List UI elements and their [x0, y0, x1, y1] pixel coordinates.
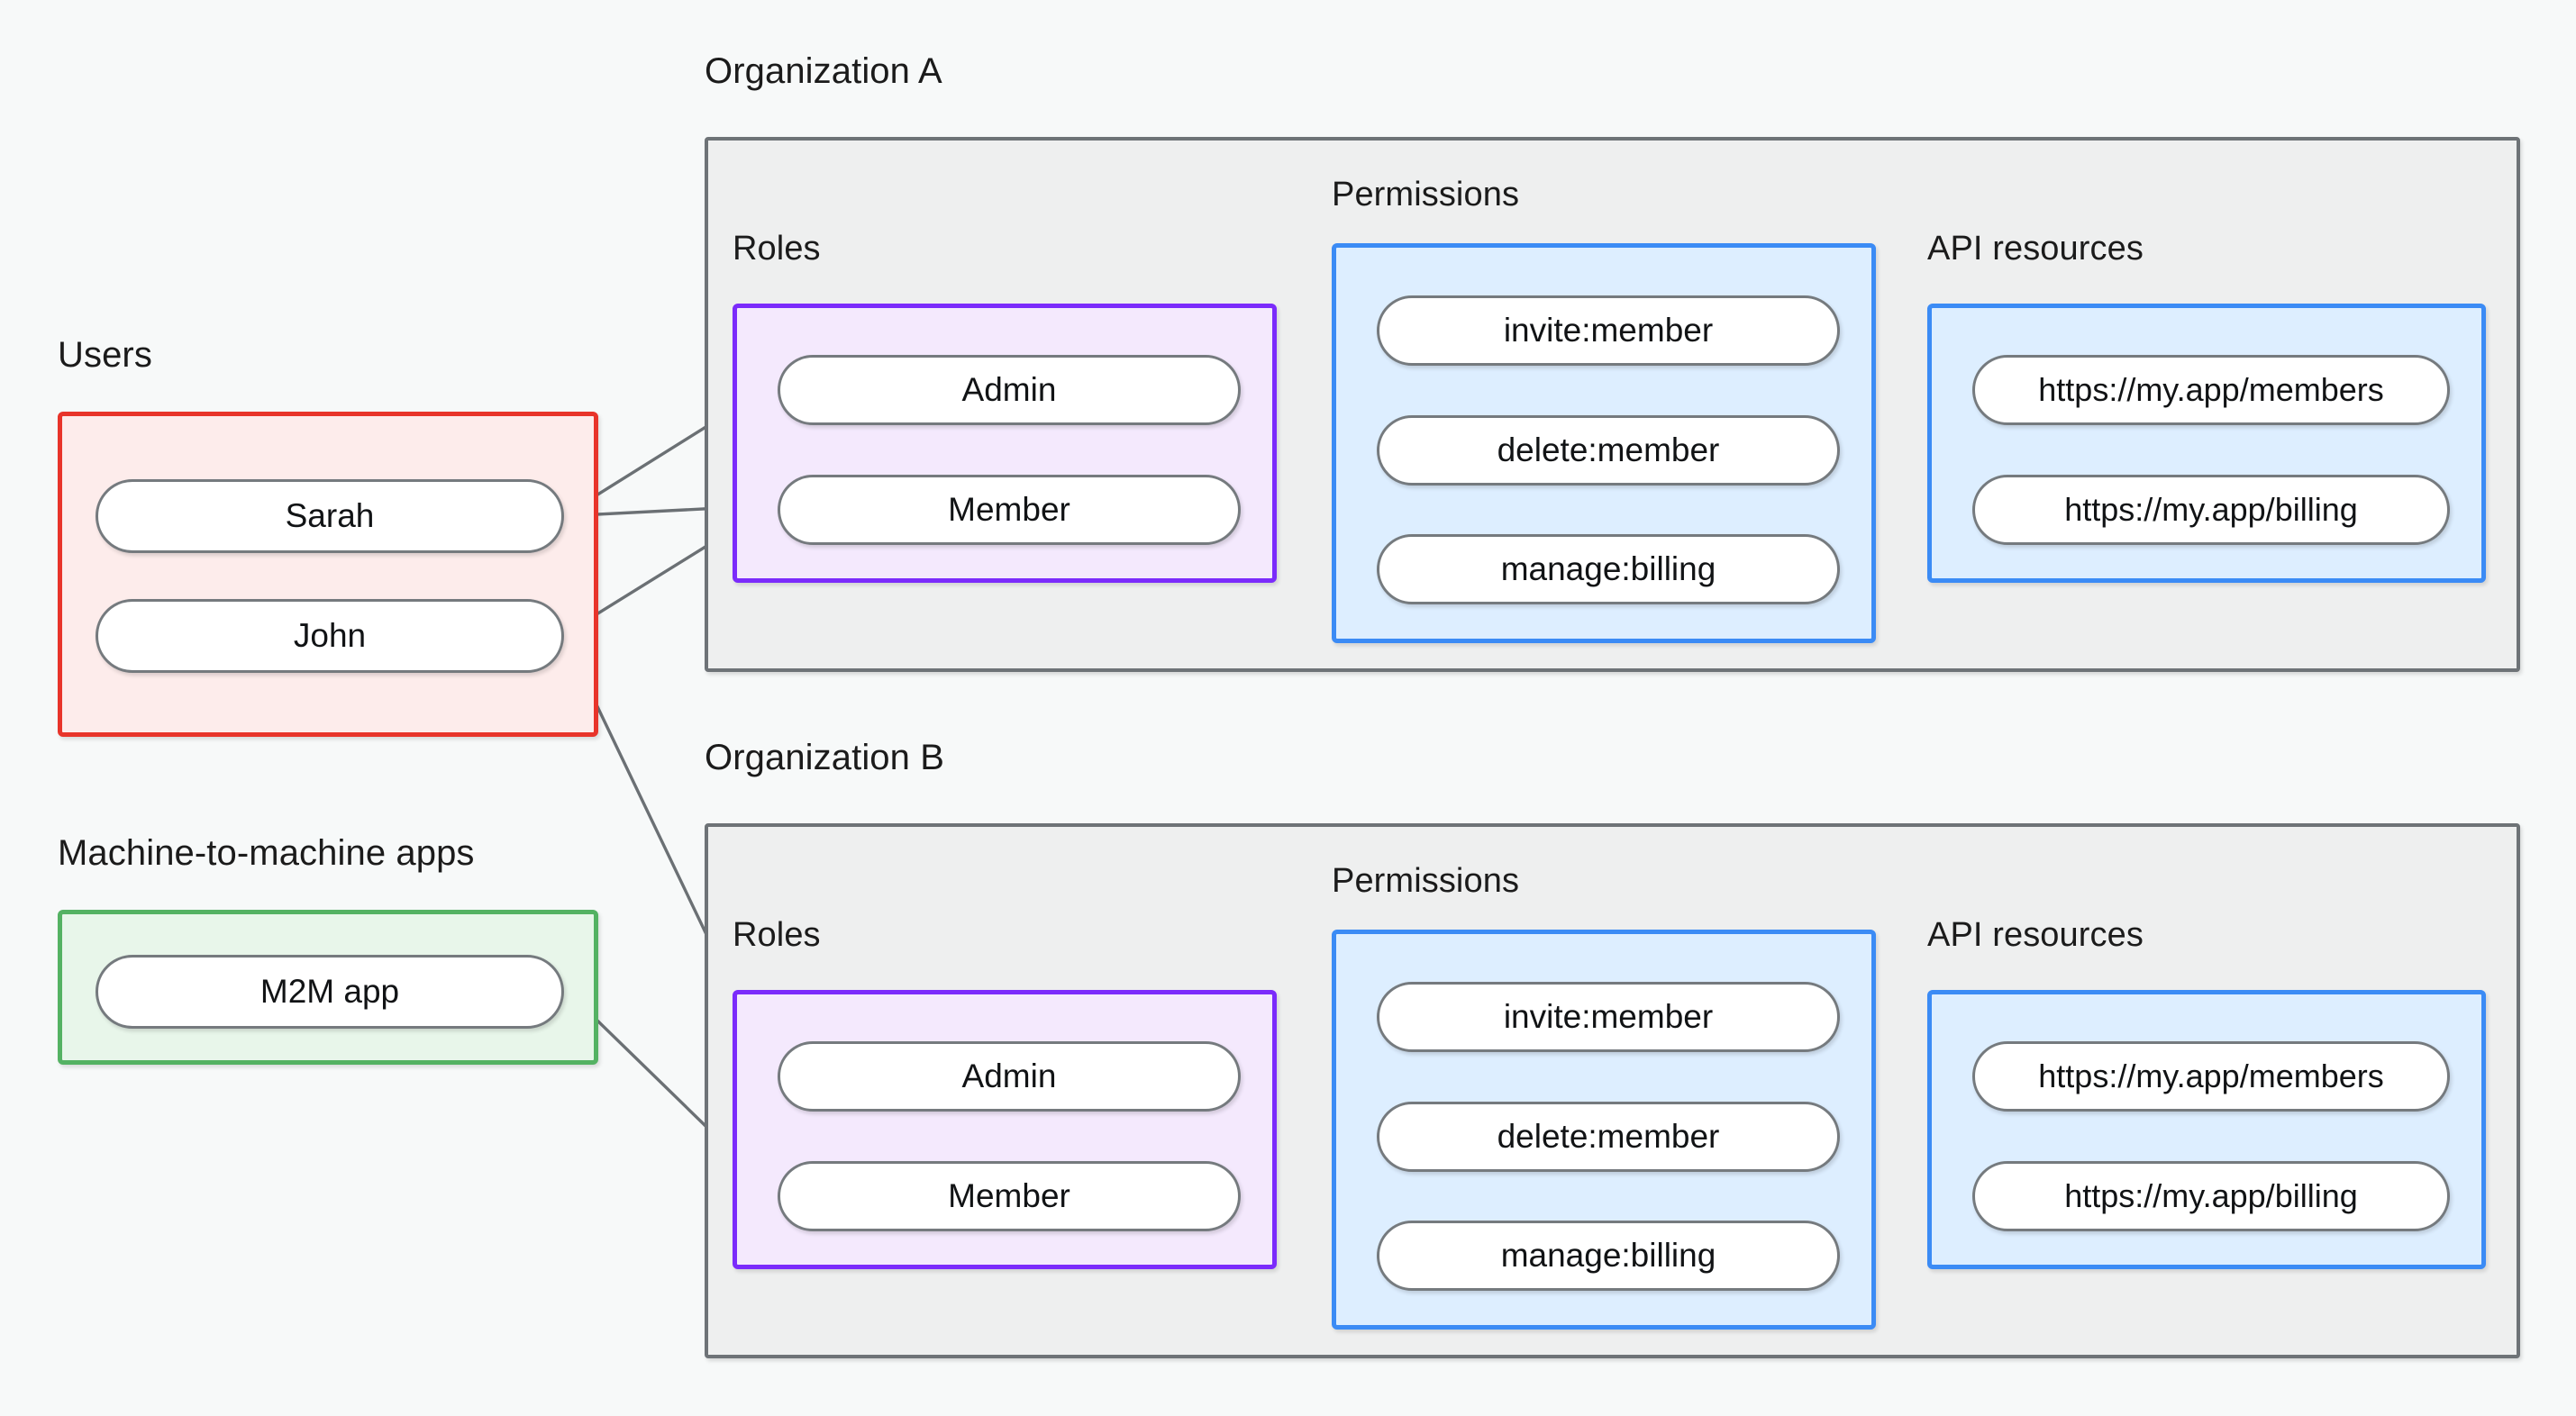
- m2m-container: M2M app: [58, 910, 598, 1065]
- orgA-role-node-member[interactable]: Member: [778, 475, 1241, 545]
- orgA-roles-label: Roles: [733, 230, 821, 268]
- organization-b-label: Organization B: [705, 738, 944, 777]
- orgA-permission-node-invite-member[interactable]: invite:member: [1377, 295, 1840, 366]
- m2m-node-app[interactable]: M2M app: [96, 955, 564, 1029]
- orgA-permissions-container: invite:member delete:member manage:billi…: [1332, 243, 1876, 643]
- orgA-permission-node-manage-billing[interactable]: manage:billing: [1377, 534, 1840, 604]
- orgB-permission-node-delete-member[interactable]: delete:member: [1377, 1102, 1840, 1172]
- users-group-label: Users: [58, 335, 152, 375]
- orgB-api-node-members[interactable]: https://my.app/members: [1972, 1041, 2450, 1112]
- user-node-sarah[interactable]: Sarah: [96, 479, 564, 553]
- orgB-roles-container: Admin Member: [733, 990, 1277, 1269]
- user-node-john[interactable]: John: [96, 599, 564, 673]
- orgB-role-node-admin[interactable]: Admin: [778, 1041, 1241, 1112]
- orgB-permissions-container: invite:member delete:member manage:billi…: [1332, 930, 1876, 1330]
- orgA-api-node-members[interactable]: https://my.app/members: [1972, 355, 2450, 425]
- orgA-permissions-label: Permissions: [1332, 176, 1520, 213]
- orgA-api-resources-container: https://my.app/members https://my.app/bi…: [1927, 304, 2486, 583]
- orgA-api-resources-label: API resources: [1927, 230, 2144, 268]
- orgB-api-resources-container: https://my.app/members https://my.app/bi…: [1927, 990, 2486, 1269]
- orgB-permission-node-manage-billing[interactable]: manage:billing: [1377, 1221, 1840, 1291]
- orgA-api-node-billing[interactable]: https://my.app/billing: [1972, 475, 2450, 545]
- organization-a-label: Organization A: [705, 51, 942, 91]
- orgA-role-node-admin[interactable]: Admin: [778, 355, 1241, 425]
- orgB-role-node-member[interactable]: Member: [778, 1161, 1241, 1231]
- orgB-permissions-label: Permissions: [1332, 862, 1520, 900]
- orgB-api-node-billing[interactable]: https://my.app/billing: [1972, 1161, 2450, 1231]
- orgA-roles-container: Admin Member: [733, 304, 1277, 583]
- orgB-api-resources-label: API resources: [1927, 916, 2144, 954]
- users-container: Sarah John: [58, 412, 598, 737]
- orgB-permission-node-invite-member[interactable]: invite:member: [1377, 982, 1840, 1052]
- orgB-roles-label: Roles: [733, 916, 821, 954]
- m2m-group-label: Machine-to-machine apps: [58, 833, 475, 873]
- orgA-permission-node-delete-member[interactable]: delete:member: [1377, 415, 1840, 486]
